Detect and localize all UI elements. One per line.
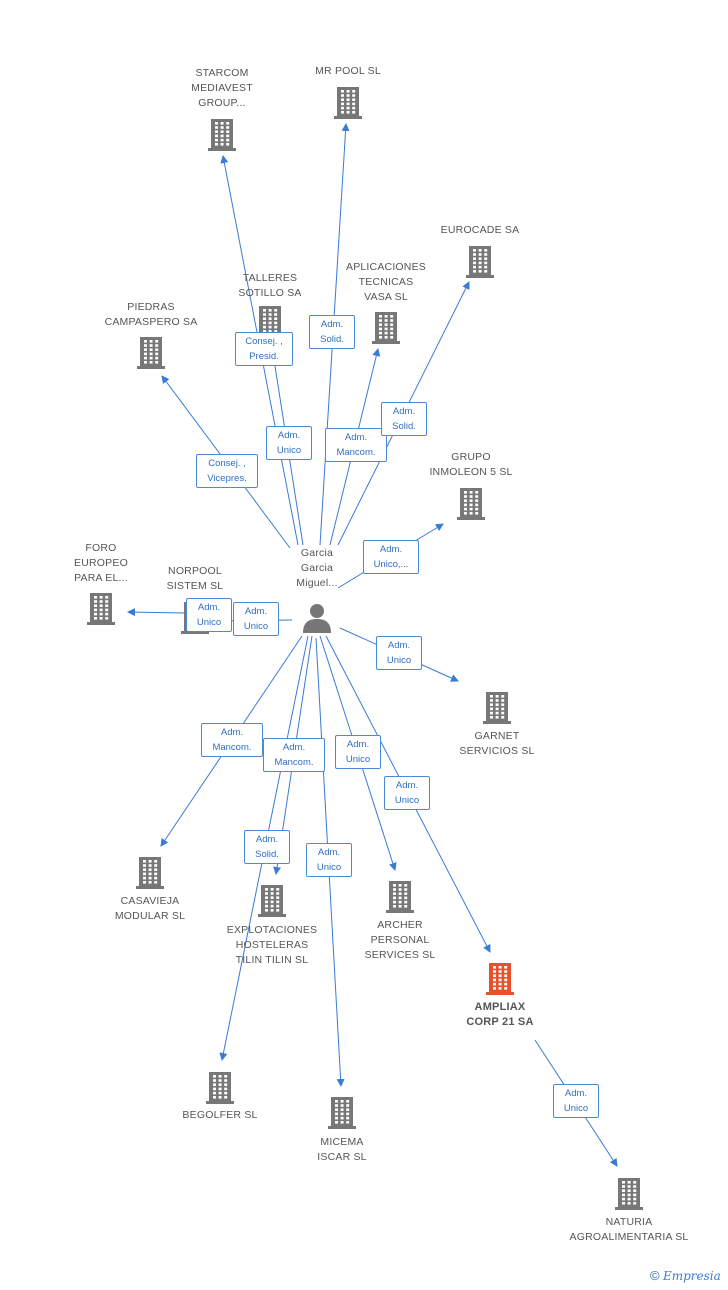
node-label-grupo[interactable]: GRUPO INMOLEON 5 SL [429,451,513,478]
relation-label-begolfer[interactable]: Adm. Mancom. [263,738,325,772]
node-label-casavieja[interactable]: CASAVIEJA MODULAR SL [114,895,186,922]
node-icon-garnet[interactable] [482,690,512,729]
relation-label-aplicaciones[interactable]: Adm. Mancom. [325,428,387,462]
node-icon-foro[interactable] [86,591,116,630]
node-label-norpool[interactable]: NORPOOL SISTEM SL [166,565,224,592]
node-label-starcom[interactable]: STARCOM MEDIAVEST GROUP... [191,67,253,109]
node-label-begolfer[interactable]: BEGOLFER SL [182,1109,258,1121]
node-icon-explotaciones[interactable] [257,883,287,922]
node-icon-starcom[interactable] [207,117,237,156]
node-icon-center[interactable] [302,603,332,638]
building-icon [87,593,115,625]
building-icon [386,881,414,913]
building-icon [208,119,236,151]
building-icon [206,1072,234,1104]
building-icon [466,246,494,278]
building-icon [372,312,400,344]
node-label-eurocade[interactable]: EUROCADE SA [440,224,520,236]
relation-label-starcom[interactable]: Consej. , Presid. [235,332,293,366]
building-icon [258,885,286,917]
relation-label-explotaciones[interactable]: Adm. Solid. [244,830,290,864]
building-icon [328,1097,356,1129]
building-icon [486,963,514,995]
node-label-foro[interactable]: FORO EUROPEO PARA EL... [74,542,128,584]
building-icon [334,87,362,119]
relation-label-eurocade[interactable]: Adm. Solid. [381,402,427,436]
relation-label-naturia[interactable]: Adm. Unico [553,1084,599,1118]
footer-brand: © Empresia [650,1268,721,1283]
node-icon-aplicaciones[interactable] [371,310,401,349]
relation-label-garnet[interactable]: Adm. Unico [376,636,422,670]
node-icon-talleres[interactable] [255,304,285,343]
relation-label-piedras[interactable]: Consej. , Vicepres. [196,454,258,488]
building-icon [483,692,511,724]
node-label-naturia[interactable]: NATURIA AGROALIMENTARIA SL [569,1216,689,1243]
relation-label-grupo[interactable]: Adm. Unico,... [363,540,419,574]
node-label-mrpool[interactable]: MR POOL SL [315,65,381,77]
relation-label-archer[interactable]: Adm. Unico [335,735,381,769]
node-label-aplicaciones[interactable]: APLICACIONES TECNICAS VASA SL [345,261,426,303]
person-icon [303,604,331,633]
node-label-ampliax[interactable]: AMPLIAX CORP 21 SA [466,1001,534,1028]
node-icon-eurocade[interactable] [465,244,495,283]
building-icon [137,337,165,369]
building-icon [136,857,164,889]
node-label-piedras[interactable]: PIEDRAS CAMPASPERO SA [104,301,198,328]
relation-label-ampliax[interactable]: Adm. Unico [384,776,430,810]
node-label-micema[interactable]: MICEMA ISCAR SL [317,1136,367,1163]
node-icon-begolfer[interactable] [205,1070,235,1109]
relation-label-micema[interactable]: Adm. Unico [306,843,352,877]
node-icon-ampliax[interactable] [485,961,515,1000]
relation-label-norpool[interactable]: Adm. Unico [233,602,279,636]
copyright-symbol: © [650,1268,660,1283]
node-label-explotaciones[interactable]: EXPLOTACIONES HOSTELERAS TILIN TILIN SL [226,924,318,966]
relation-label-foro[interactable]: Adm. Unico [186,598,232,632]
node-label-talleres[interactable]: TALLERES SOTILLO SA [238,272,302,299]
node-label-archer[interactable]: ARCHER PERSONAL SERVICES SL [364,919,436,961]
node-icon-casavieja[interactable] [135,855,165,894]
brand-logo-text: Empresia [662,1269,721,1283]
relation-label-mrpool[interactable]: Adm. Solid. [309,315,355,349]
building-icon [615,1178,643,1210]
node-label-center[interactable]: Garcia Garcia Miguel... [296,547,338,589]
node-icon-mrpool[interactable] [333,85,363,124]
node-icon-archer[interactable] [385,879,415,918]
node-icon-grupo[interactable] [456,486,486,525]
building-icon [457,488,485,520]
building-icon [256,306,284,338]
relation-label-talleres[interactable]: Adm. Unico [266,426,312,460]
node-icon-piedras[interactable] [136,335,166,374]
node-icon-micema[interactable] [327,1095,357,1134]
node-icon-naturia[interactable] [614,1176,644,1215]
edge-norpool-to-foro [127,608,185,617]
relation-label-casavieja[interactable]: Adm. Mancom. [201,723,263,757]
node-label-garnet[interactable]: GARNET SERVICIOS SL [459,730,535,757]
